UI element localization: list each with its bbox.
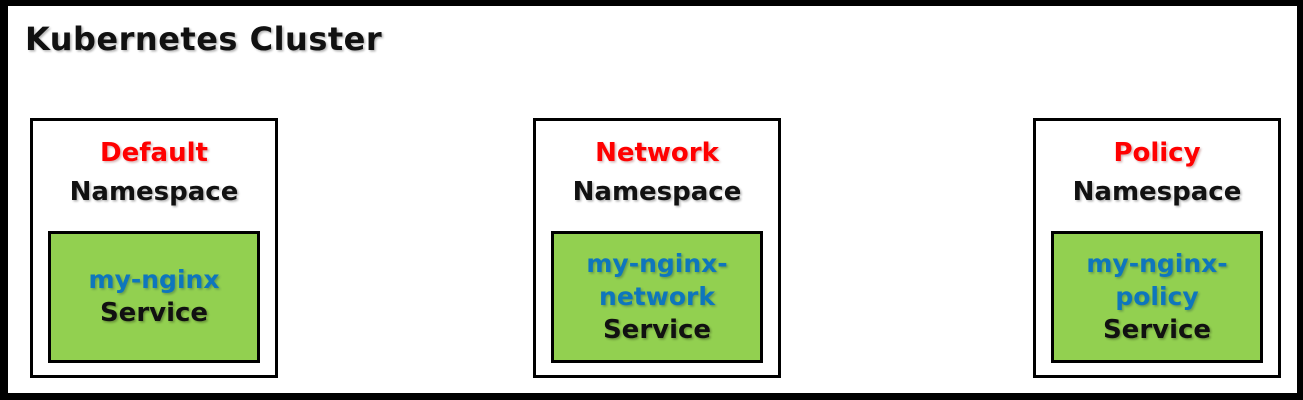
namespace-subtitle: Namespace bbox=[1072, 177, 1242, 207]
namespace-box-network: Network Namespace my-nginx- network Serv… bbox=[533, 118, 781, 378]
namespace-box-policy: Policy Namespace my-nginx- policy Servic… bbox=[1033, 118, 1281, 378]
namespace-title: Default bbox=[100, 138, 208, 168]
service-label: Service bbox=[1102, 314, 1212, 345]
service-name: my-nginx- network bbox=[586, 248, 728, 311]
namespace-header: Network Namespace bbox=[536, 121, 778, 212]
cluster-title: Kubernetes Cluster bbox=[25, 20, 383, 58]
service-box-my-nginx-network: my-nginx- network Service bbox=[551, 231, 763, 363]
namespace-subtitle: Namespace bbox=[572, 177, 742, 207]
namespace-header: Policy Namespace bbox=[1036, 121, 1278, 212]
namespace-title: Network bbox=[595, 138, 719, 168]
service-label: Service bbox=[602, 314, 712, 345]
namespace-subtitle: Namespace bbox=[69, 177, 239, 207]
service-label: Service bbox=[99, 298, 209, 328]
service-box-my-nginx: my-nginx Service bbox=[48, 231, 260, 363]
service-name: my-nginx- policy bbox=[1086, 248, 1228, 311]
namespace-box-default: Default Namespace my-nginx Service bbox=[30, 118, 278, 378]
service-name: my-nginx bbox=[88, 265, 220, 294]
service-box-my-nginx-policy: my-nginx- policy Service bbox=[1051, 231, 1263, 363]
namespace-header: Default Namespace bbox=[33, 121, 275, 212]
namespace-title: Policy bbox=[1113, 138, 1201, 168]
